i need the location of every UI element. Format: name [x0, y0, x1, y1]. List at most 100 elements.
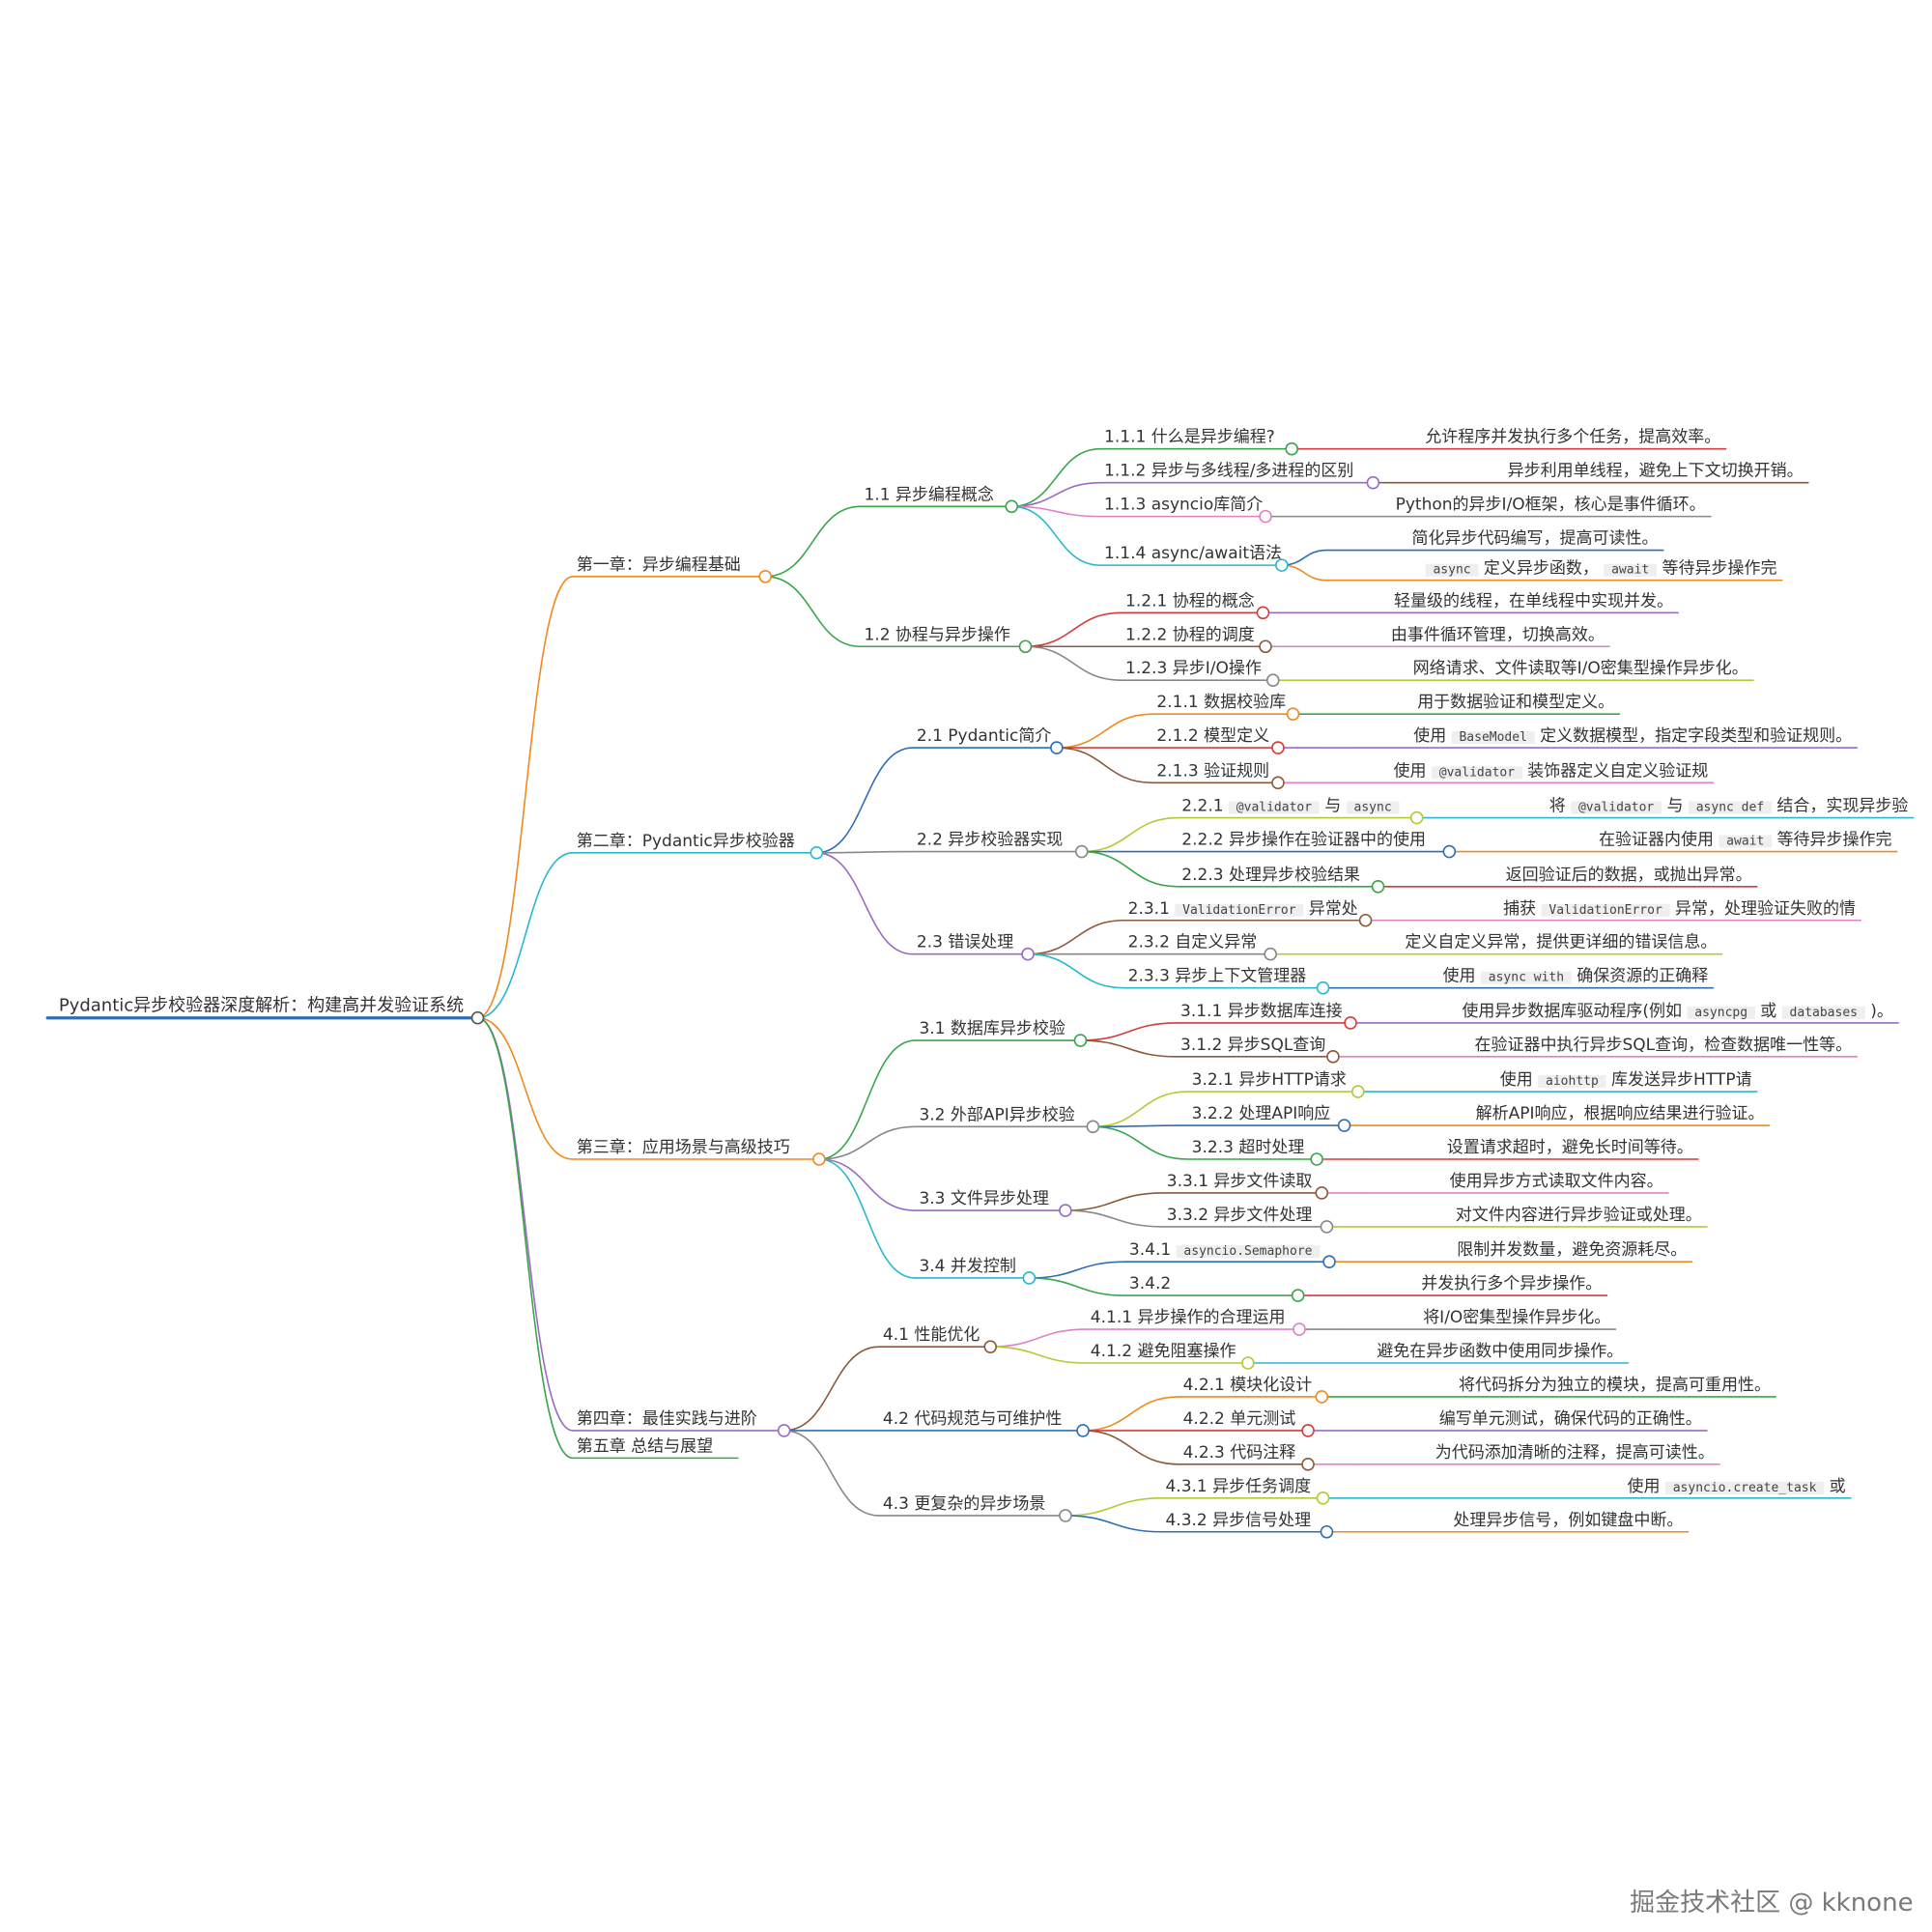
- subtopic-toggle[interactable]: [1409, 810, 1424, 825]
- section-topic: 1.2 协程与异步操作: [864, 625, 1009, 644]
- subtopic-toggle[interactable]: [1322, 1255, 1336, 1268]
- chapter-toggle[interactable]: [810, 846, 824, 860]
- subtopic-toggle[interactable]: [1366, 475, 1380, 490]
- subtopic-toggle[interactable]: [1351, 1085, 1365, 1098]
- text-part: 装饰器定义自定义验证规: [1522, 761, 1708, 781]
- text-part: 等待异步操作完: [1772, 831, 1891, 850]
- section-toggle[interactable]: [1076, 1424, 1090, 1437]
- chapter-connector: [477, 852, 573, 1019]
- subtopic-toggle[interactable]: [1316, 980, 1330, 995]
- inline-code-background: [1538, 1075, 1606, 1089]
- chapter-toggle[interactable]: [777, 1424, 791, 1437]
- subtopic-toggle[interactable]: [1301, 1424, 1315, 1437]
- leaf-note: 解析API响应，根据响应结果进行验证。: [1476, 1104, 1765, 1123]
- subtopic-toggle[interactable]: [1310, 1152, 1323, 1166]
- section-toggle[interactable]: [1074, 844, 1089, 859]
- subtopic: 2.2.1 @validator 与 async: [1181, 797, 1399, 816]
- section-toggle[interactable]: [1073, 1034, 1088, 1047]
- subtopic-toggle[interactable]: [1285, 441, 1299, 456]
- leaf-note: 为代码添加清晰的注释，提高可读性。: [1435, 1443, 1715, 1463]
- subtopic-toggle[interactable]: [1358, 913, 1373, 927]
- chapter-topic: 第五章 总结与展望: [577, 1436, 713, 1456]
- subtopic: 1.2.2 协程的调度: [1125, 625, 1255, 644]
- section-toggle[interactable]: [1018, 639, 1033, 654]
- subtopic-toggle[interactable]: [1316, 1492, 1330, 1505]
- inline-code: @validator: [1571, 801, 1662, 815]
- leaf-note: 异步利用单线程，避免上下文切换开销。: [1508, 462, 1804, 481]
- inline-code: BaseModel: [1452, 730, 1535, 745]
- inline-code-background: [1687, 1006, 1755, 1019]
- inline-code: asyncio.create_task: [1665, 1481, 1824, 1495]
- subtopic-toggle[interactable]: [1301, 1458, 1315, 1471]
- section-connector: [818, 1125, 916, 1160]
- leaf-note: 简化异步代码编写，提高可读性。: [1412, 529, 1659, 549]
- leaf-note: 在验证器内使用 await 等待异步操作完: [1599, 830, 1892, 850]
- text-part: 2.3.1: [1128, 899, 1176, 919]
- subtopic-connector: [1056, 747, 1153, 784]
- subtopic-toggle[interactable]: [1259, 509, 1272, 524]
- subtopic: 3.4.1 asyncio.Semaphore: [1129, 1240, 1320, 1260]
- subtopic-toggle[interactable]: [1256, 606, 1270, 620]
- text-part: 结合，实现异步验: [1772, 797, 1908, 816]
- inline-code: aiohttp: [1538, 1074, 1605, 1089]
- subtopic: 3.4.2: [1129, 1274, 1171, 1293]
- inline-code-background: [1425, 563, 1479, 577]
- inline-code: @validator: [1229, 801, 1320, 815]
- text-part: 在验证器内使用: [1599, 830, 1719, 850]
- subtopic: 3.2.1 异步HTTP请求: [1192, 1070, 1347, 1090]
- leaf-note: 设置请求超时，避免长时间等待。: [1447, 1138, 1693, 1157]
- section-toggle[interactable]: [1059, 1204, 1072, 1217]
- subtopic-connector: [1065, 1192, 1163, 1211]
- subtopic-toggle[interactable]: [1320, 1524, 1334, 1539]
- subtopic-connector: [1011, 505, 1101, 518]
- subtopic-toggle[interactable]: [1337, 1119, 1351, 1132]
- subtopic-toggle[interactable]: [1271, 741, 1285, 754]
- subtopic-toggle[interactable]: [1326, 1050, 1340, 1064]
- section-toggle[interactable]: [1021, 947, 1035, 961]
- subtopic-toggle[interactable]: [1264, 947, 1278, 961]
- leaf-note: 使用 asyncio.create_task 或: [1627, 1476, 1845, 1496]
- subtopic: 2.3.2 自定义异常: [1128, 933, 1258, 952]
- inline-code-background: [1176, 1245, 1321, 1259]
- subtopic-toggle[interactable]: [1275, 558, 1289, 572]
- subtopic-connector: [1093, 1091, 1188, 1128]
- section-toggle[interactable]: [1005, 499, 1019, 514]
- subtopic-connector: [1029, 1261, 1126, 1279]
- subtopic-toggle[interactable]: [1442, 844, 1457, 859]
- subtopic-toggle[interactable]: [1271, 776, 1285, 790]
- subtopic-toggle[interactable]: [1265, 673, 1280, 688]
- subtopic-connector: [1080, 1039, 1178, 1058]
- subtopic-toggle[interactable]: [1286, 707, 1300, 721]
- subtopic-toggle[interactable]: [1315, 1186, 1329, 1200]
- inline-code-background: [1431, 766, 1522, 780]
- root-toggle[interactable]: [470, 1010, 485, 1025]
- subtopic: 2.2.3 处理异步校验结果: [1181, 866, 1360, 885]
- section-connector: [816, 852, 913, 955]
- subtopic-toggle[interactable]: [1344, 1016, 1357, 1030]
- section-topic: 4.2 代码规范与可维护性: [883, 1409, 1062, 1429]
- chapter-toggle[interactable]: [812, 1152, 826, 1166]
- subtopic-connector: [1083, 1430, 1179, 1465]
- text-part: 确保资源的正确释: [1572, 967, 1708, 986]
- inline-code-background: [1228, 801, 1320, 814]
- inline-code-background: [1541, 903, 1670, 917]
- section-topic: 1.1 异步编程概念: [864, 484, 993, 504]
- subtopic-toggle[interactable]: [1320, 1220, 1334, 1234]
- subtopic-toggle[interactable]: [1241, 1356, 1255, 1370]
- subtopic-toggle[interactable]: [1291, 1289, 1305, 1302]
- leaf-note: 使用 @validator 装饰器定义自定义验证规: [1394, 760, 1709, 781]
- inline-code: asyncio.Semaphore: [1177, 1244, 1321, 1259]
- subtopic-toggle[interactable]: [1371, 879, 1385, 894]
- subtopic-toggle[interactable]: [1259, 639, 1272, 654]
- subtopic-toggle[interactable]: [1315, 1390, 1329, 1404]
- section-toggle[interactable]: [1059, 1509, 1072, 1522]
- leaf-note: 将代码拆分为独立的模块，提高可重用性。: [1459, 1376, 1771, 1395]
- section-toggle[interactable]: [983, 1340, 998, 1353]
- section-toggle[interactable]: [1022, 1271, 1037, 1285]
- leaf-connector: [1281, 564, 1327, 582]
- section-toggle[interactable]: [1086, 1120, 1100, 1134]
- chapter-toggle[interactable]: [758, 569, 773, 583]
- leaf-note: Python的异步I/O框架，核心是事件循环。: [1396, 496, 1706, 515]
- subtopic-toggle[interactable]: [1293, 1322, 1306, 1336]
- section-toggle[interactable]: [1050, 741, 1064, 754]
